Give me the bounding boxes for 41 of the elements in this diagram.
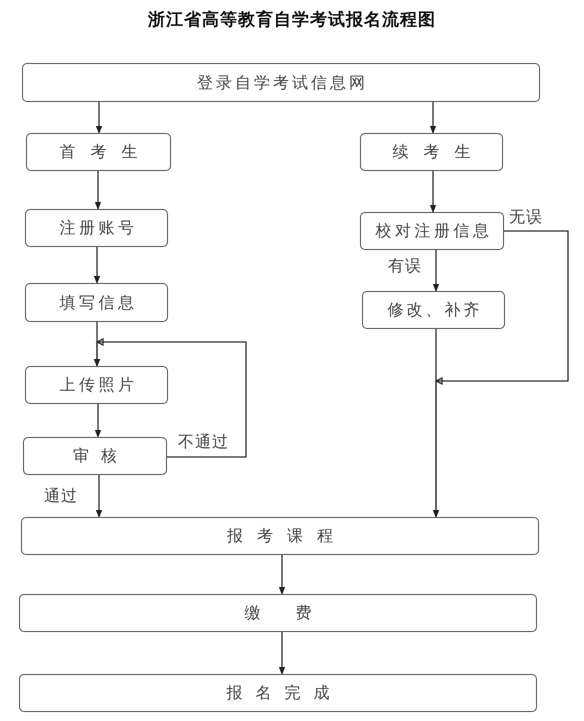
step-text: 登录自学考试信息网 — [196, 72, 368, 92]
step-text: 首 考 生 — [58, 142, 143, 162]
arrow — [96, 102, 102, 134]
arrow — [430, 171, 436, 212]
process-box — [360, 133, 503, 171]
arrow — [94, 171, 102, 210]
arrow — [278, 632, 286, 674]
process-box — [23, 437, 167, 475]
process-box — [25, 366, 168, 404]
step-text: 审 核 — [72, 446, 121, 466]
diagram-title: 浙江省高等教育自学考试报名流程图 — [148, 9, 436, 31]
process-box — [26, 133, 171, 171]
process-box — [25, 283, 168, 322]
process-box — [25, 209, 168, 247]
step-text: 报 考 课 程 — [226, 526, 338, 546]
process-box — [360, 212, 504, 250]
step-text: 修改、补齐 — [386, 300, 482, 320]
step-text: 上传照片 — [58, 375, 138, 395]
step-text: 缴 费 — [243, 603, 327, 623]
process-box — [362, 291, 505, 329]
process-box — [19, 674, 537, 712]
edge-label: 不通过 — [178, 432, 229, 452]
step-text: 校对注册信息 — [374, 221, 492, 241]
arrow — [94, 404, 102, 438]
arrow — [278, 555, 286, 594]
edge-label: 有误 — [388, 256, 422, 276]
step-text: 填写信息 — [58, 292, 138, 312]
arrow — [96, 475, 102, 518]
step-text: 续 考 生 — [391, 142, 476, 162]
process-box — [19, 594, 537, 632]
edge-label: 通过 — [44, 486, 78, 506]
arrow — [94, 247, 100, 284]
step-text: 报 名 完 成 — [225, 683, 334, 703]
step-text: 注册账号 — [58, 218, 138, 238]
process-box — [22, 63, 540, 102]
arrow — [432, 250, 440, 292]
arrow — [94, 338, 247, 458]
arrow — [430, 102, 436, 134]
process-box — [21, 517, 539, 555]
arrow — [432, 329, 440, 518]
edge-label: 无误 — [509, 207, 543, 227]
